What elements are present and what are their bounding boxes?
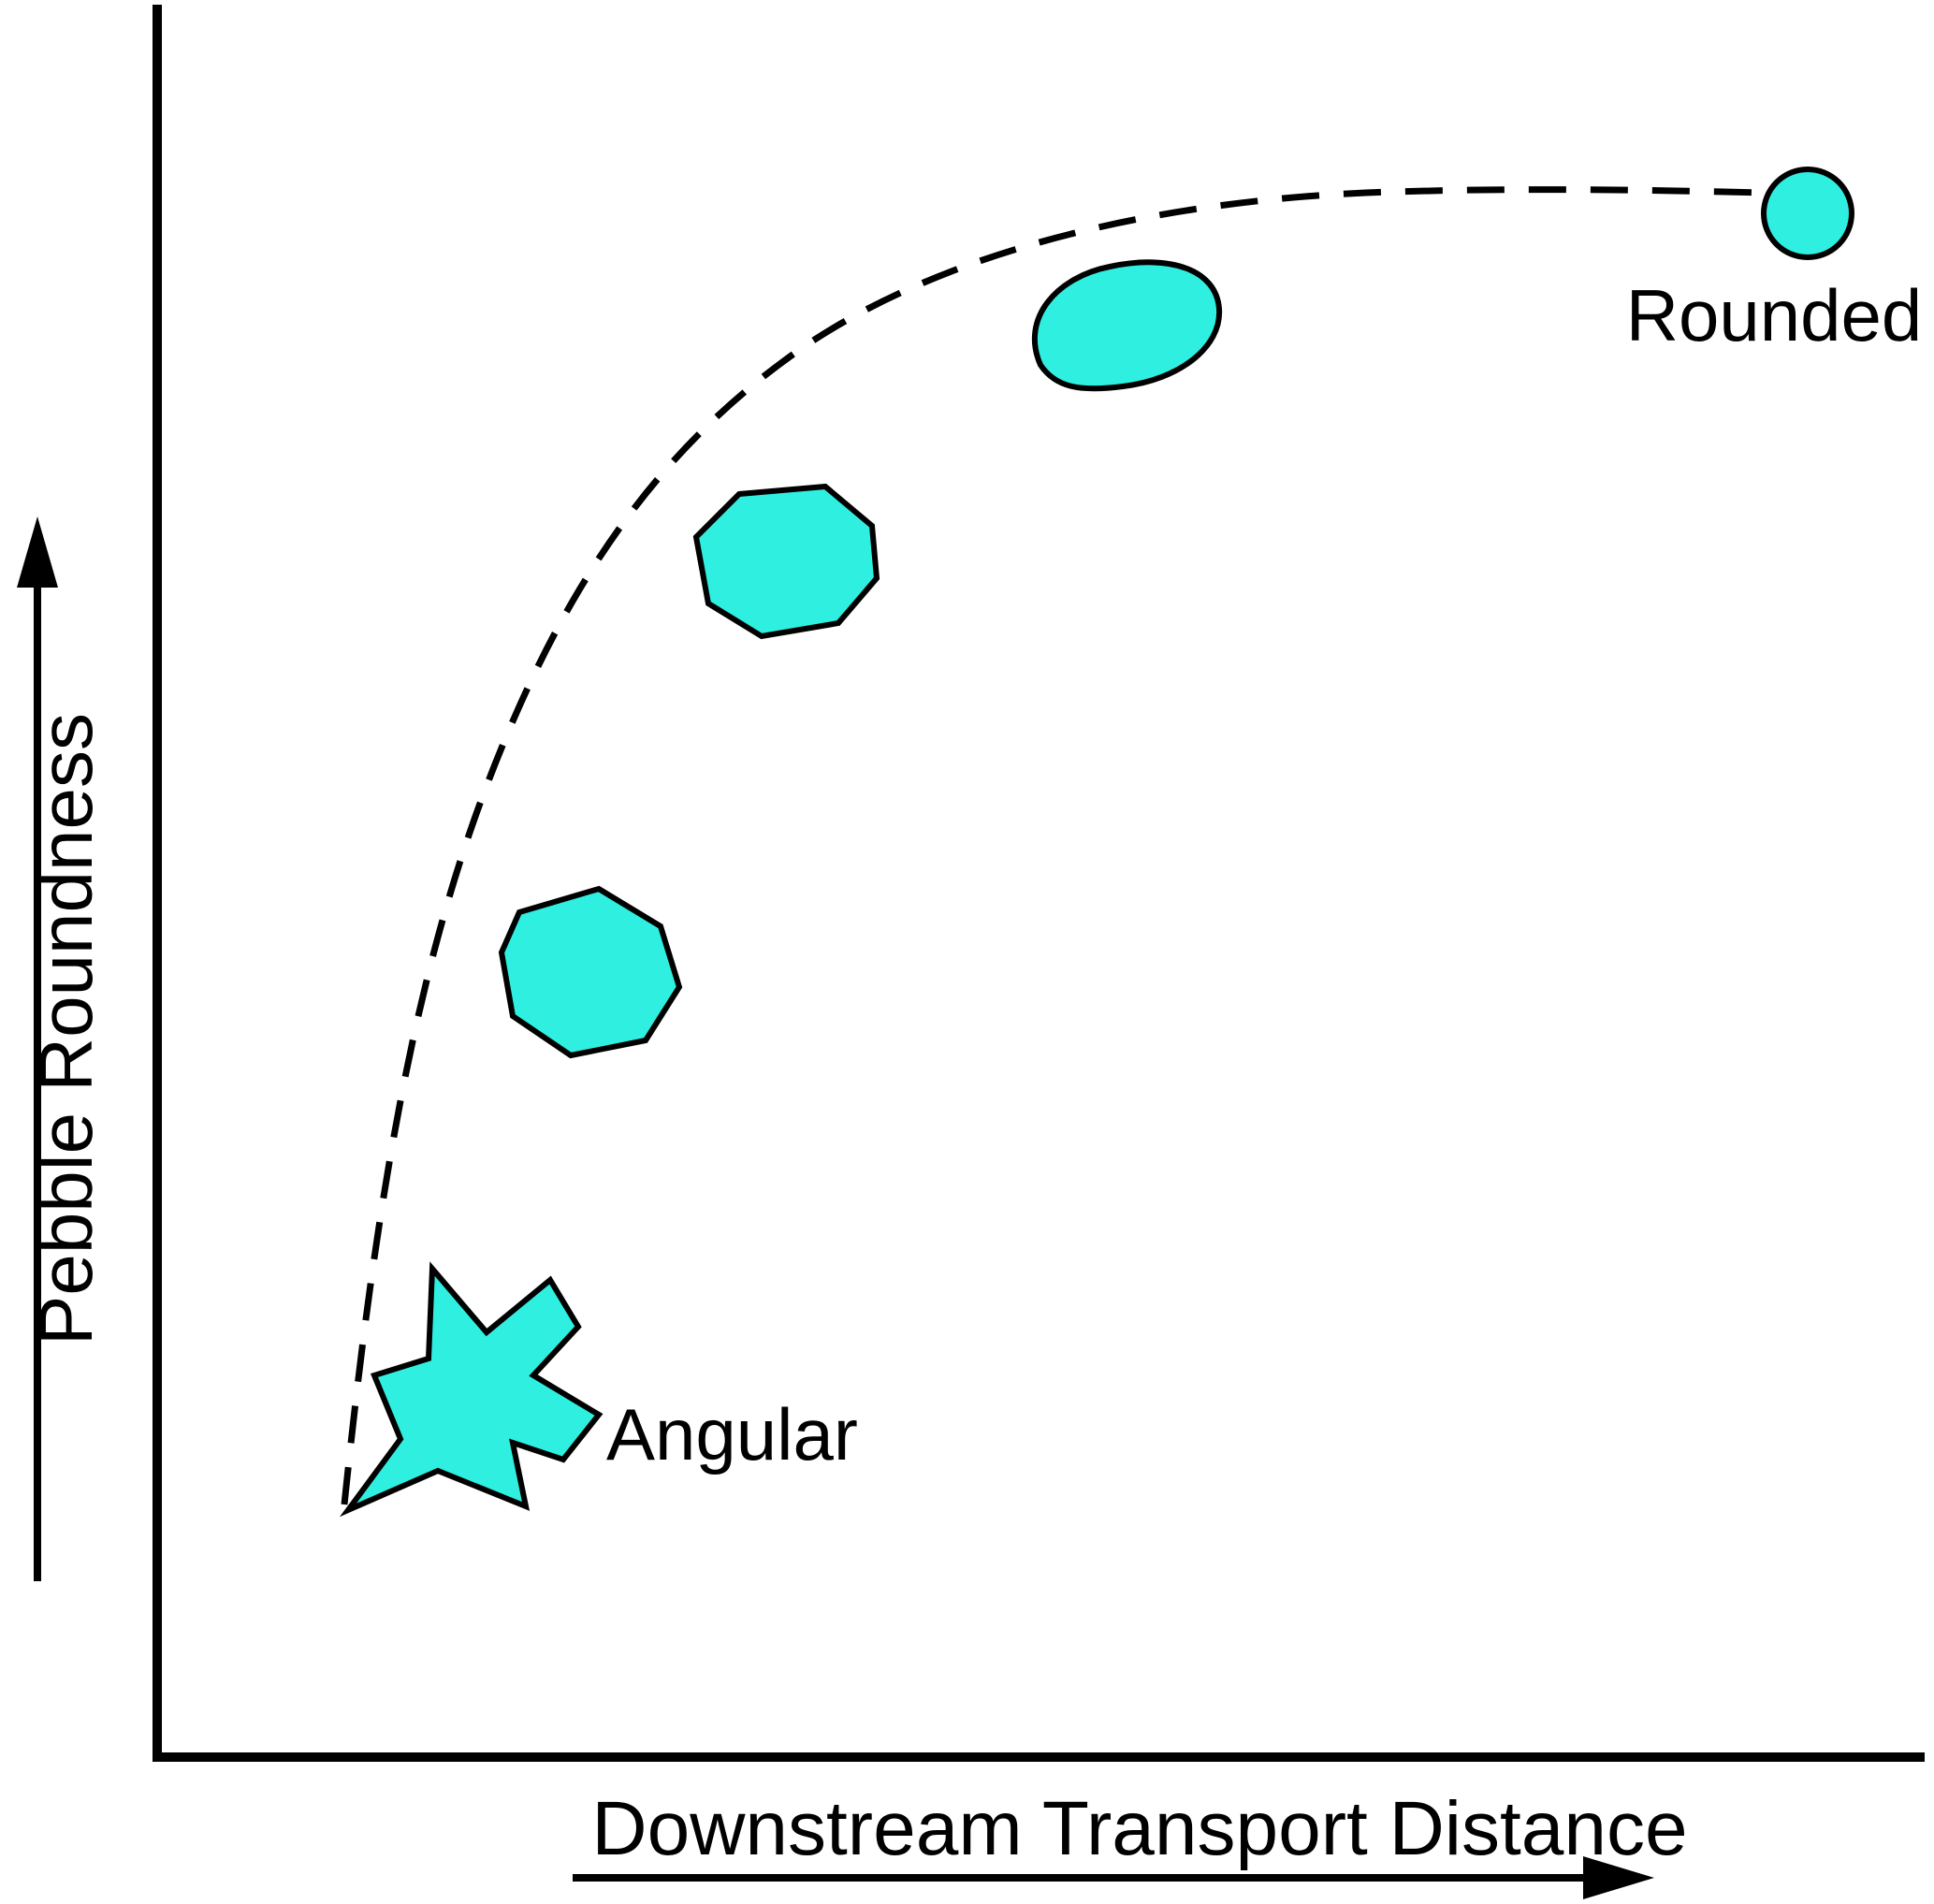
y-axis-arrow-icon	[17, 516, 58, 1581]
trend-curve	[341, 186, 1765, 1505]
pebble-well-rounded-shape	[1761, 167, 1854, 260]
pebble-subangular-shape	[498, 885, 683, 1059]
angular-label: Angular	[606, 1393, 858, 1475]
pebble-angular-shape	[339, 1261, 603, 1518]
pebble-rounded-elongate-shape	[1031, 259, 1223, 392]
x-axis-arrow-icon	[573, 1856, 1654, 1899]
rounded-label: Rounded	[1626, 274, 1923, 356]
y-axis-label: Pebble Roundness	[24, 713, 108, 1345]
x-axis-label: Downstream Transport Distance	[591, 1786, 1687, 1871]
axes-frame	[153, 5, 1925, 1762]
pebble-subrounded-shape	[692, 483, 880, 640]
